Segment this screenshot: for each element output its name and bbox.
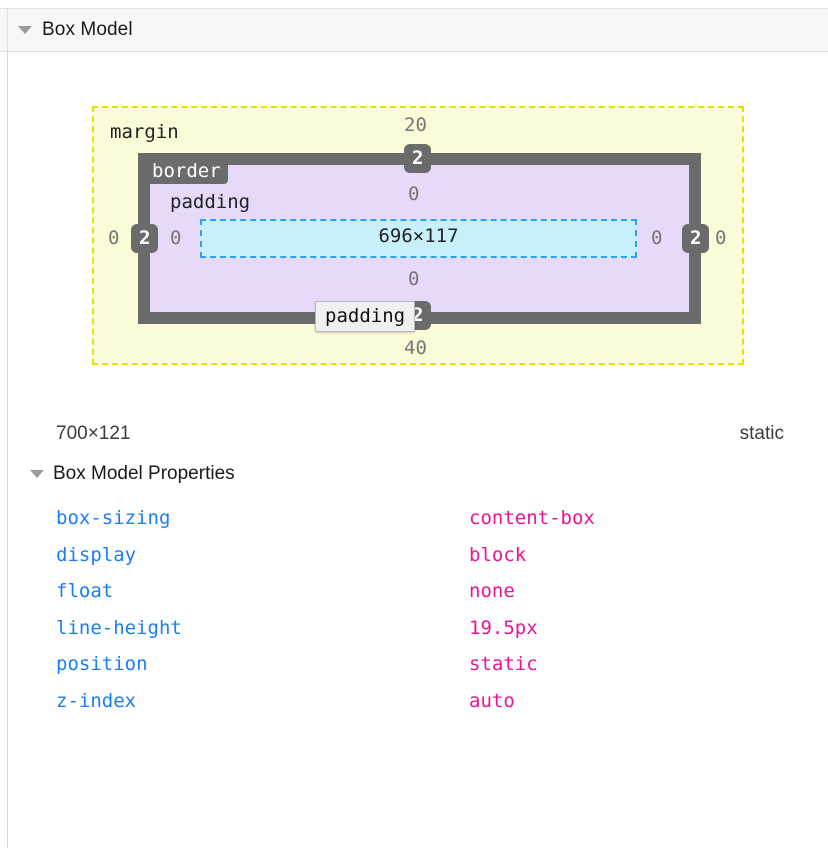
border-region-label: border bbox=[145, 159, 228, 184]
box-model-summary: 700×121 static bbox=[56, 423, 784, 445]
border-right-value[interactable]: 2 bbox=[682, 224, 710, 253]
property-name[interactable]: position bbox=[56, 653, 148, 676]
table-row[interactable]: position static bbox=[56, 646, 784, 683]
margin-left-value[interactable]: 0 bbox=[108, 227, 120, 249]
padding-top-value[interactable]: 0 bbox=[408, 183, 420, 205]
property-name[interactable]: line-height bbox=[56, 616, 182, 639]
padding-right-value[interactable]: 0 bbox=[651, 227, 663, 249]
element-position-label: static bbox=[739, 423, 784, 444]
margin-region-label: margin bbox=[110, 121, 179, 143]
property-value[interactable]: auto bbox=[469, 689, 515, 712]
property-value[interactable]: block bbox=[469, 543, 527, 566]
box-model-properties-list: box-sizing content-box display block flo… bbox=[56, 500, 784, 719]
box-model-properties-title: Box Model Properties bbox=[53, 463, 235, 484]
property-value[interactable]: static bbox=[469, 653, 538, 676]
box-model-section-header[interactable]: Box Model bbox=[8, 8, 828, 52]
property-name[interactable]: box-sizing bbox=[56, 507, 171, 530]
triangle-down-icon[interactable] bbox=[30, 470, 44, 478]
table-row[interactable]: display block bbox=[56, 537, 784, 574]
property-name[interactable]: float bbox=[56, 580, 114, 603]
box-model-tooltip: padding bbox=[315, 301, 416, 332]
margin-right-value[interactable]: 0 bbox=[715, 227, 727, 249]
table-row[interactable]: float none bbox=[56, 573, 784, 610]
table-row[interactable]: z-index auto bbox=[56, 683, 784, 720]
triangle-down-icon[interactable] bbox=[18, 26, 32, 34]
padding-bottom-value[interactable]: 0 bbox=[408, 268, 420, 290]
margin-bottom-value[interactable]: 40 bbox=[404, 337, 427, 359]
border-top-value[interactable]: 2 bbox=[404, 144, 432, 173]
property-value[interactable]: content-box bbox=[469, 507, 595, 530]
border-left-value[interactable]: 2 bbox=[131, 224, 159, 253]
element-size-label: 700×121 bbox=[56, 423, 131, 444]
panel-left-rule-header bbox=[0, 8, 8, 52]
margin-top-value[interactable]: 20 bbox=[404, 114, 427, 136]
property-name[interactable]: z-index bbox=[56, 689, 137, 712]
page-title: Box Model bbox=[42, 19, 133, 40]
property-value[interactable]: none bbox=[469, 580, 515, 603]
content-size-label: 696×117 bbox=[378, 225, 459, 247]
table-row[interactable]: box-sizing content-box bbox=[56, 500, 784, 537]
box-model-diagram[interactable]: margin border padding 696×117 20 2 0 0 2… bbox=[0, 0, 828, 400]
panel-left-rule bbox=[7, 52, 8, 848]
padding-region-label: padding bbox=[170, 191, 251, 213]
content-region[interactable] bbox=[200, 219, 637, 258]
property-value[interactable]: 19.5px bbox=[469, 616, 538, 639]
padding-left-value[interactable]: 0 bbox=[170, 227, 182, 249]
box-model-properties-header[interactable]: Box Model Properties bbox=[30, 463, 235, 485]
property-name[interactable]: display bbox=[56, 543, 137, 566]
table-row[interactable]: line-height 19.5px bbox=[56, 610, 784, 647]
